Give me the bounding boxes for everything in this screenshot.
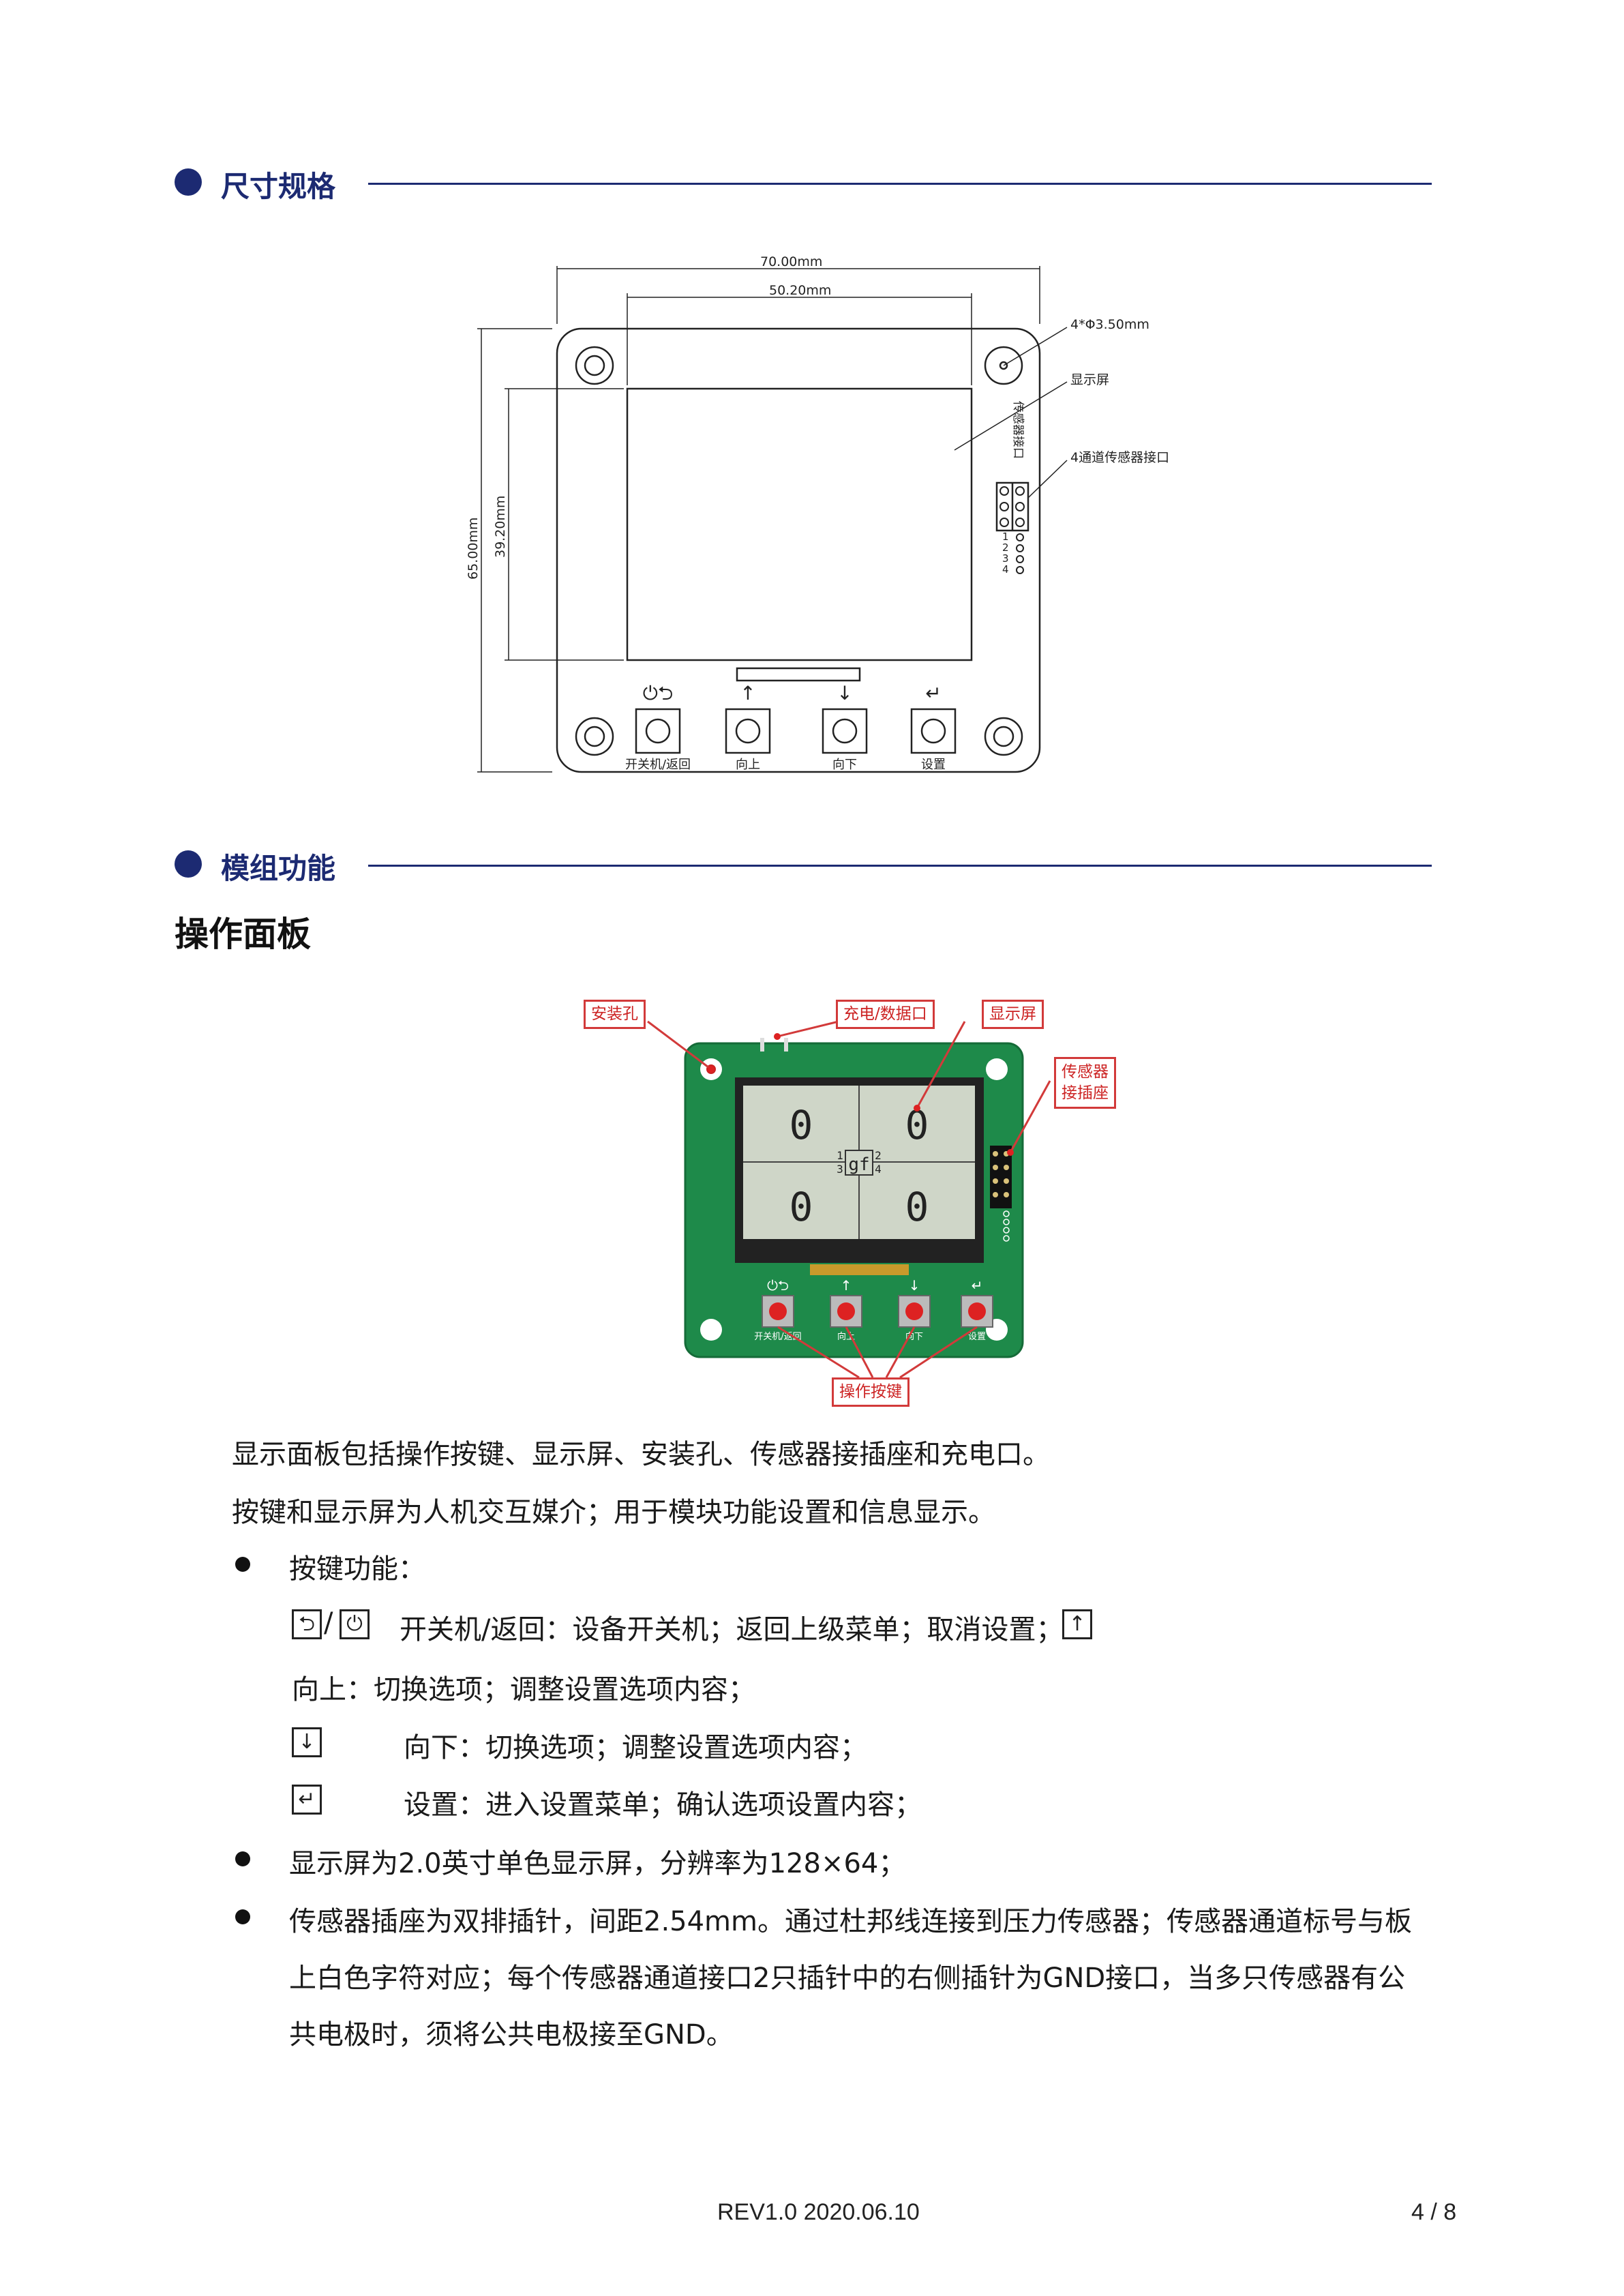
lcd-quadrant: 4 xyxy=(875,1163,882,1176)
display-callout: 显示屏 xyxy=(1070,372,1109,387)
arrow-down-icon: ↓ xyxy=(837,682,852,704)
section-title-spec: 尺寸规格 xyxy=(221,170,336,203)
enter-icon: ↵ xyxy=(972,1277,983,1294)
footer-page-number: 4 / 8 xyxy=(1411,2199,1457,2225)
dim-width-outer: 70.00mm xyxy=(760,254,822,269)
sensor-port-vertical: 传感器接口 xyxy=(1011,401,1025,459)
arrow-up-icon: ↑ xyxy=(740,682,755,704)
dim-width-inner: 50.20mm xyxy=(769,283,831,298)
callout-keys: 操作按键 xyxy=(832,1377,909,1407)
dim-height-outer: 65.00mm xyxy=(466,518,481,580)
paragraph: 按键和显示屏为人机交互媒介；用于模块功能设置和信息显示。 xyxy=(232,1497,995,1528)
drawing-button-label: 设置 xyxy=(921,758,946,772)
section-divider xyxy=(368,183,1432,185)
arrow-down-icon: ↓ xyxy=(909,1277,920,1294)
callout-sensor-line: 接插座 xyxy=(1062,1084,1109,1103)
callout-mount-hole: 安装孔 xyxy=(584,1000,646,1029)
key-desc: 开关机/返回：设备开关机；返回上级菜单；取消设置； xyxy=(400,1614,1064,1645)
callout-charge-port: 充电/数据口 xyxy=(836,1000,935,1029)
bullet-text: 传感器插座为双排插针，间距2.54mm。通过杜邦线连接到压力传感器；传感器通道标… xyxy=(289,1906,1412,1937)
section-bullet-icon xyxy=(175,850,202,878)
section-title-function: 模组功能 xyxy=(221,852,336,885)
pin-number: 4 xyxy=(1002,563,1009,576)
callout-display: 显示屏 xyxy=(982,1000,1044,1029)
hole-spec: 4*Φ3.50mm xyxy=(1070,317,1149,332)
bullet-text: 显示屏为2.0英寸单色显示屏，分辨率为128×64； xyxy=(289,1848,906,1879)
lcd-quadrant: 2 xyxy=(875,1149,882,1162)
key-desc: 设置：进入设置菜单；确认选项设置内容； xyxy=(404,1789,922,1821)
subheading-operation-panel: 操作面板 xyxy=(175,914,311,954)
lcd-unit: gf xyxy=(848,1154,869,1175)
callout-sensor-line: 传感器 xyxy=(1062,1063,1109,1081)
drawing-button-label: 开关机/返回 xyxy=(625,758,691,772)
enter-icon: ↵ xyxy=(925,682,941,704)
bullet-text: 按键功能： xyxy=(289,1553,425,1585)
pin-number: 2 xyxy=(1002,541,1009,554)
pin-number: 3 xyxy=(1002,552,1009,565)
board-photo: 0 0 0 0 gf 1 2 3 4 ⏻⮌ ↑ ↓ ↵ 开关机/返回 向上 xyxy=(647,1020,1051,1379)
lcd-channel-value: 0 xyxy=(790,1184,813,1230)
section-bullet-icon xyxy=(175,168,202,196)
drawing-button-label: 向下 xyxy=(832,758,857,772)
lcd-channel-value: 0 xyxy=(790,1102,813,1148)
board-button-label: 设置 xyxy=(968,1332,986,1342)
lcd-quadrant: 1 xyxy=(837,1149,843,1162)
arrow-up-icon: ↑ xyxy=(841,1277,852,1294)
bullet-icon xyxy=(235,1851,250,1866)
power-back-icon: ⏻⮌ xyxy=(643,682,674,704)
section-divider xyxy=(368,865,1432,867)
dimension-drawing: 1 2 3 4 ⏻⮌ ↑ ↓ ↵ 开关机/返回 向上 向下 设置 70.00mm… xyxy=(466,254,1169,773)
callout-sensor-socket: 传感器 接插座 xyxy=(1054,1057,1116,1109)
bullet-icon xyxy=(235,1557,250,1572)
bullet-text: 上白色字符对应；每个传感器通道接口2只插针中的右侧插针为GND接口，当多只传感器… xyxy=(289,1963,1406,1994)
bullet-text: 共电极时，须将公共电极接至GND。 xyxy=(289,2019,734,2051)
footer-revision: REV1.0 2020.06.10 xyxy=(717,2199,920,2225)
power-back-icon: ⏻⮌ xyxy=(767,1277,789,1294)
power-icon: ⏻ xyxy=(340,1609,370,1639)
pin-number: 1 xyxy=(1002,531,1009,543)
key-desc: 向上：切换选项；调整设置选项内容； xyxy=(292,1674,755,1705)
paragraph: 显示面板包括操作按键、显示屏、安装孔、传感器接插座和充电口。 xyxy=(232,1439,1050,1470)
back-icon: ⮌ xyxy=(292,1609,322,1639)
sensor-port-callout: 4通道传感器接口 xyxy=(1070,450,1169,465)
dim-height-inner: 39.20mm xyxy=(493,496,508,558)
down-arrow-icon: ↓ xyxy=(292,1727,322,1757)
drawing-button-label: 向上 xyxy=(736,758,760,772)
key-desc: 向下：切换选项；调整设置选项内容； xyxy=(404,1732,867,1763)
lcd-channel-value: 0 xyxy=(905,1184,929,1230)
lcd-quadrant: 3 xyxy=(837,1163,843,1176)
bullet-icon xyxy=(235,1909,250,1924)
up-arrow-icon: ↑ xyxy=(1062,1609,1092,1639)
enter-icon: ↵ xyxy=(292,1785,322,1815)
slash: / xyxy=(324,1607,333,1639)
